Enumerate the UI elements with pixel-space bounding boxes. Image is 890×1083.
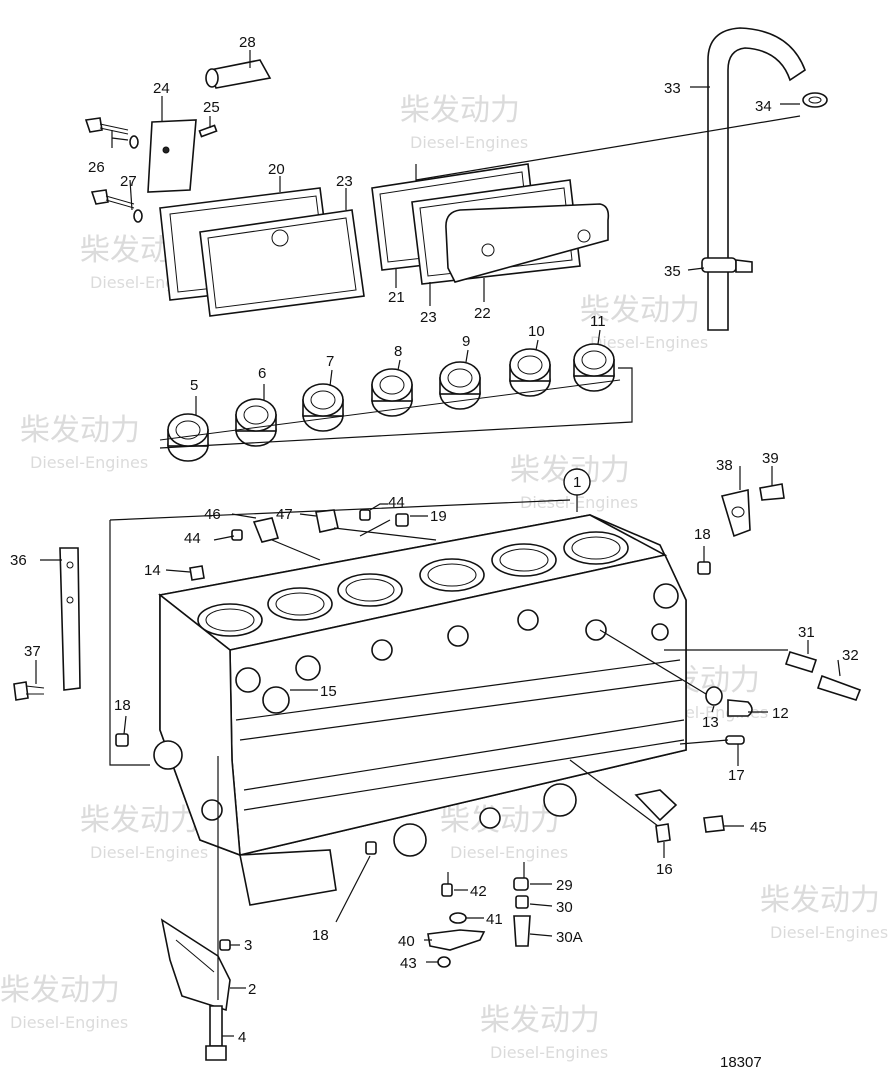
clamp-35 (701, 257, 737, 273)
callout-7: 7 (326, 353, 334, 370)
callout-47: 47 (276, 506, 293, 523)
watermark-cn: 柴发动力 (20, 413, 140, 448)
callout-18c: 18 (694, 526, 711, 543)
watermark-en: Diesel-Engines (410, 133, 528, 152)
callout-43: 43 (400, 955, 417, 972)
bearing-11 (573, 343, 615, 392)
watermark-en: Diesel-Engines (770, 923, 888, 942)
bearing-5 (167, 413, 209, 462)
callout-17: 17 (728, 767, 745, 784)
callout-44b: 44 (388, 494, 405, 511)
callout-19: 19 (430, 508, 447, 525)
callout-22: 22 (474, 305, 491, 322)
watermark-en: Diesel-Engines (30, 453, 148, 472)
callout-44a: 44 (184, 530, 201, 547)
callout-33: 33 (664, 80, 681, 97)
callout-13: 13 (702, 714, 719, 731)
callout-circle-1 (563, 468, 591, 512)
bearing-6 (235, 398, 277, 447)
cylinder-block (153, 514, 687, 906)
callout-11: 11 (590, 313, 606, 330)
callout-31: 31 (798, 624, 815, 641)
callout-labels: 28 24 25 26 27 20 23 21 23 22 33 34 35 5… (10, 34, 859, 1071)
callout-15: 15 (320, 683, 337, 700)
watermark-cn: 柴发动力 (400, 93, 520, 128)
callout-32: 32 (842, 647, 859, 664)
small-parts (13, 483, 862, 1061)
callout-20: 20 (268, 161, 285, 178)
watermark-en: Diesel-Engines (10, 1013, 128, 1032)
callout-10: 10 (528, 323, 545, 340)
callout-12: 12 (772, 705, 789, 722)
callout-9: 9 (462, 333, 470, 350)
callout-23a: 23 (336, 173, 353, 190)
callout-28: 28 (239, 34, 256, 51)
watermark-cn: 柴发动力 (480, 1003, 600, 1038)
callout-8: 8 (394, 343, 402, 360)
watermark-en: Diesel-Engines (520, 493, 638, 512)
watermark-en: Diesel-Engines (590, 333, 708, 352)
callout-35: 35 (664, 263, 681, 280)
bearing-9 (439, 361, 481, 410)
callout-25: 25 (203, 99, 220, 116)
callout-21: 21 (388, 289, 405, 306)
callout-37: 37 (24, 643, 41, 660)
callout-29: 29 (556, 877, 573, 894)
block-frame (109, 499, 571, 766)
bearing-7 (302, 383, 344, 432)
callout-18b: 18 (312, 927, 329, 944)
callout-45: 45 (750, 819, 767, 836)
callout-26: 26 (88, 159, 105, 176)
watermark-cn: 柴发动力 (760, 883, 880, 918)
callout-30a: 30A (556, 929, 583, 946)
callout-42: 42 (470, 883, 487, 900)
callout-5: 5 (190, 377, 198, 394)
callout-24: 24 (153, 80, 170, 97)
callout-18a: 18 (114, 697, 131, 714)
callout-36: 36 (10, 552, 27, 569)
cam-bearings (159, 343, 633, 462)
callout-14: 14 (144, 562, 161, 579)
dipstick-pipe (701, 27, 828, 331)
callout-40: 40 (398, 933, 415, 950)
callout-16: 16 (656, 861, 673, 878)
callout-3: 3 (244, 937, 252, 954)
bearing-8 (371, 368, 413, 417)
o-ring-34 (802, 92, 828, 108)
leader-lines (35, 50, 841, 1037)
watermark-cn: 柴发动力 (0, 973, 120, 1008)
callout-23b: 23 (420, 309, 437, 326)
watermark-en: Diesel-Engines (490, 1043, 608, 1062)
callout-2: 2 (248, 981, 256, 998)
callout-27: 27 (120, 173, 137, 190)
callout-34: 34 (755, 98, 772, 115)
callout-1: 1 (573, 474, 581, 491)
callout-30: 30 (556, 899, 573, 916)
watermark-layer: 柴发动力 Diesel-Engines 柴发动力 Diesel-Engines … (0, 93, 888, 1062)
callout-4: 4 (238, 1029, 246, 1046)
side-covers (84, 59, 610, 317)
bearing-10 (509, 348, 551, 397)
callout-6: 6 (258, 365, 266, 382)
watermark-cn: 柴发动力 (80, 803, 200, 838)
callout-41: 41 (486, 911, 503, 928)
drawing-number: 18307 (720, 1054, 762, 1071)
watermark-en: Diesel-Engines (450, 843, 568, 862)
watermark-en: Diesel-Engines (90, 843, 208, 862)
watermark-cn: 柴发动力 (580, 293, 700, 328)
callout-38: 38 (716, 457, 733, 474)
callout-46: 46 (204, 506, 221, 523)
callout-39: 39 (762, 450, 779, 467)
